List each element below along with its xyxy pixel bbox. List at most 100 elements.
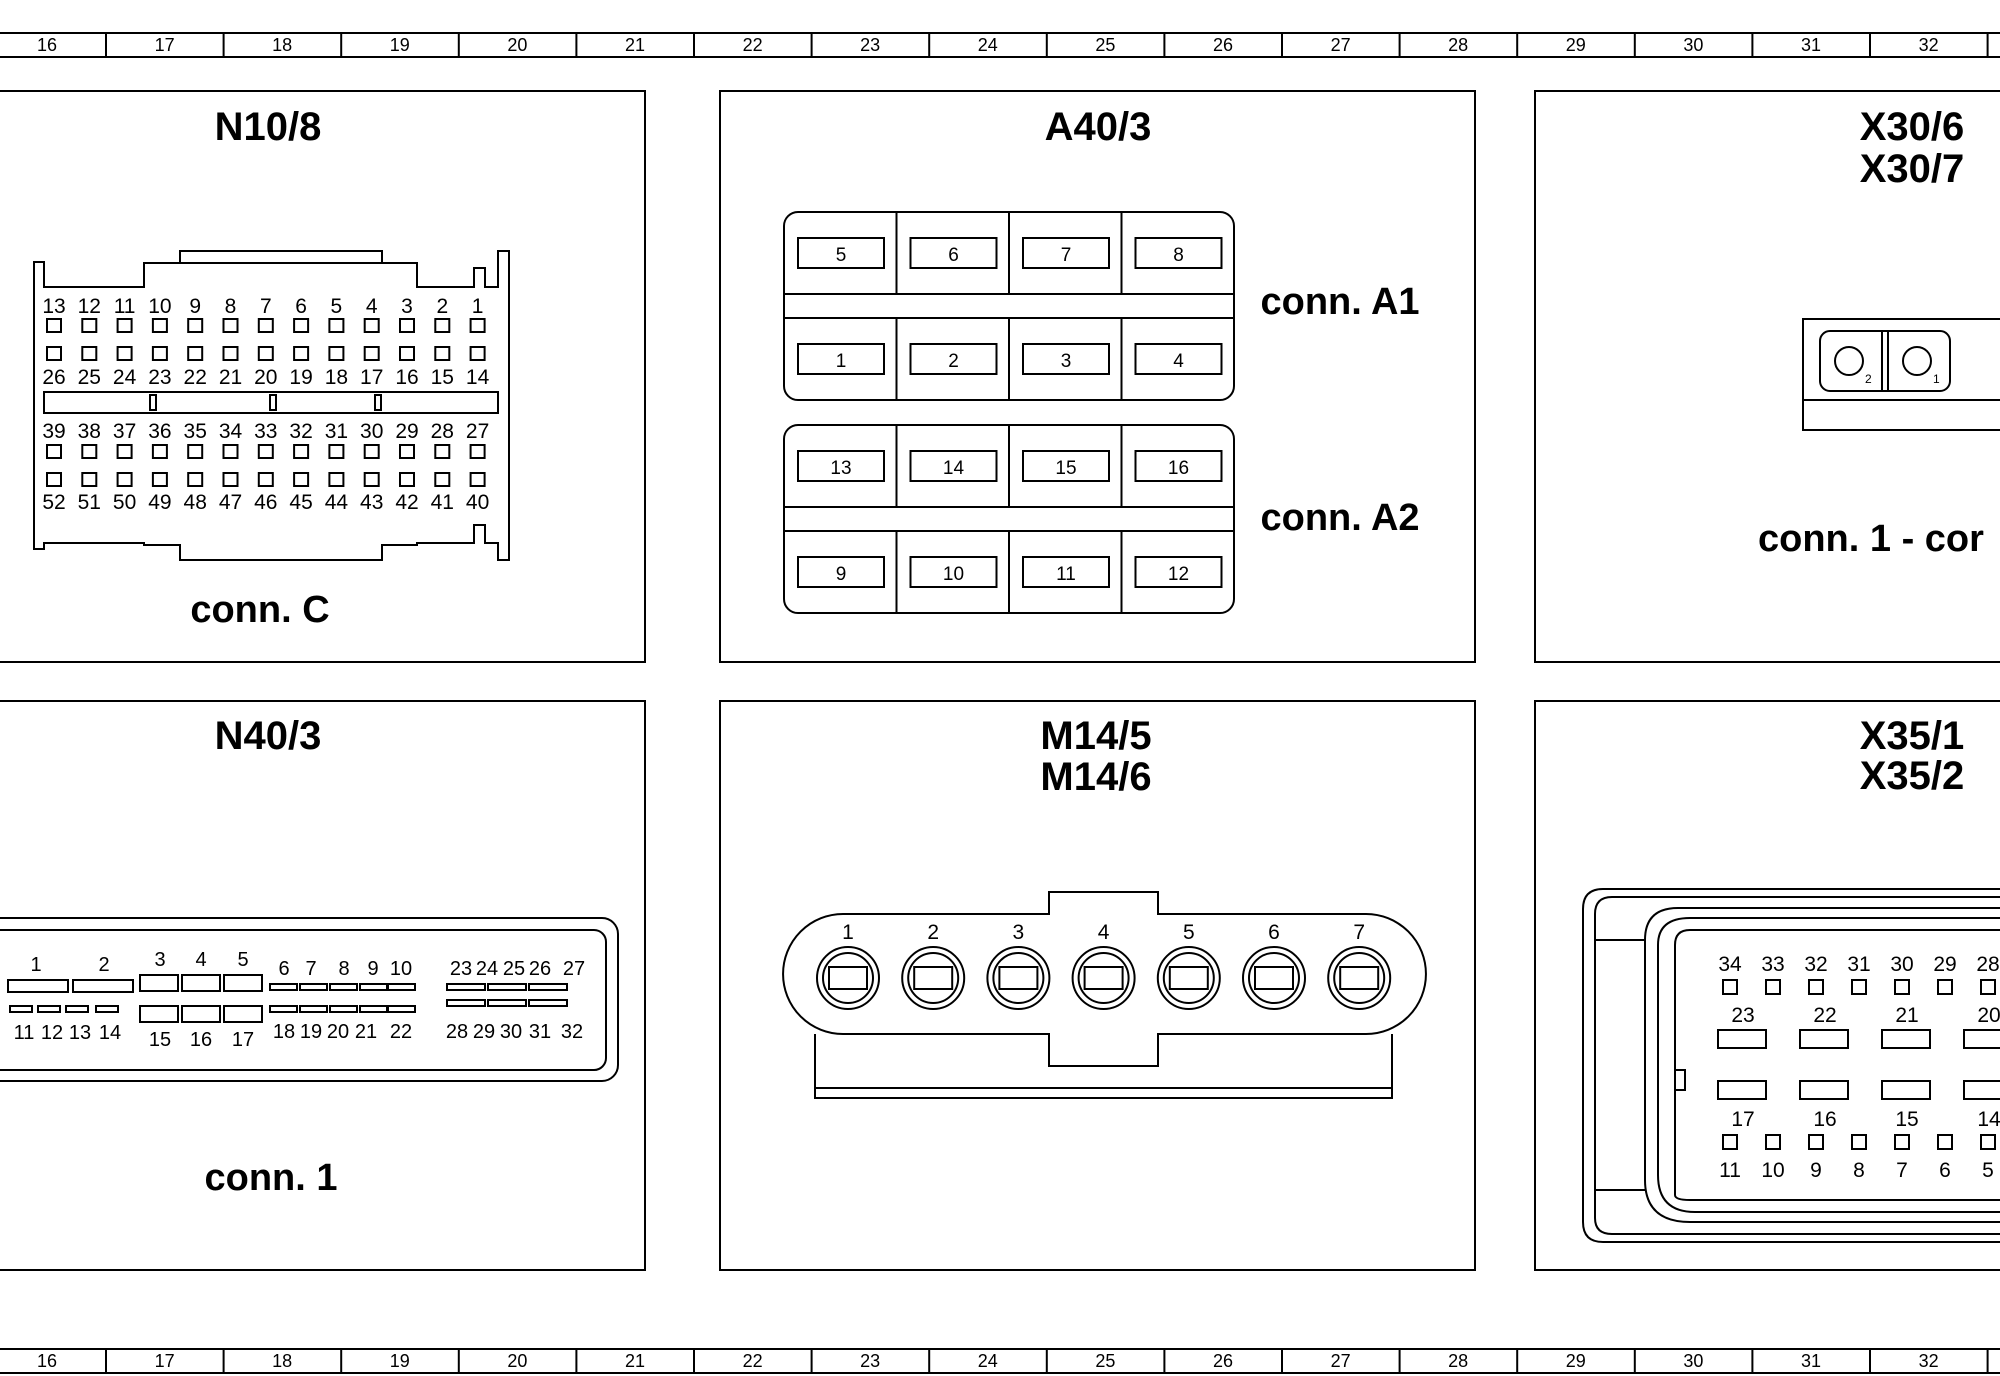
ruler-label: 23: [860, 1351, 880, 1371]
pin-socket: [257, 444, 274, 459]
pin-contact: [1254, 966, 1294, 990]
pin-number: 16: [395, 366, 418, 389]
pin-socket: [328, 444, 345, 459]
pin-number: 38: [78, 420, 101, 443]
pin-number: 8: [1853, 1159, 1865, 1182]
pin-socket: [1881, 1029, 1931, 1049]
pin-number: 27: [466, 420, 489, 443]
pin-number: 9: [189, 295, 201, 318]
pin-socket: [399, 346, 415, 361]
panel-a40-3-frame: [719, 90, 1476, 663]
pin-number: 2: [436, 295, 448, 318]
pin-socket: [37, 1005, 61, 1013]
pin-socket: [909, 450, 998, 482]
connector-face: [1819, 330, 1951, 392]
pin-number: 28: [1976, 953, 1999, 976]
pin-number: 29: [395, 420, 418, 443]
pin-number: 17: [360, 366, 383, 389]
pin-number: 44: [325, 491, 349, 514]
pin-number: 46: [254, 491, 277, 514]
ruler-label: 29: [1566, 35, 1586, 55]
pin-socket: [116, 444, 133, 459]
pin-socket: [1963, 1029, 2000, 1049]
pin-socket: [363, 346, 380, 361]
pin-number: 22: [390, 1021, 412, 1043]
pin-number: 25: [503, 958, 525, 980]
connector-body: [782, 891, 1427, 1067]
pin-socket: [1134, 237, 1223, 269]
pin-socket: [469, 318, 486, 333]
pin-number: 29: [1933, 953, 1956, 976]
pin-number: 1: [30, 954, 41, 976]
pin-socket: [1799, 1029, 1849, 1049]
pin-contact: [1168, 966, 1209, 990]
pin-socket: [487, 983, 527, 991]
connector-rib: [1595, 939, 1686, 1191]
pin-number: 3: [1013, 921, 1025, 944]
pin-number: 13: [42, 295, 65, 318]
panel-x30-frame: [1534, 90, 2000, 663]
ruler-label: 21: [625, 35, 645, 55]
panel-title-line1: M14/5: [1040, 714, 1151, 758]
pin-number: 21: [1895, 1004, 1918, 1027]
pin-socket: [187, 346, 204, 361]
pin-number: 17: [1731, 1108, 1754, 1131]
pin-number: 18: [273, 1021, 295, 1043]
pin-number: 22: [184, 366, 207, 389]
pin-socket: [469, 472, 486, 487]
pin-socket: [1134, 343, 1223, 375]
ruler-label: 16: [37, 35, 57, 55]
pin-number: 23: [1731, 1004, 1754, 1027]
pin-socket: [1881, 1080, 1931, 1100]
pin-socket: [9, 1005, 33, 1013]
ruler-label: 17: [155, 35, 175, 55]
panel-n10-8-frame: [0, 90, 646, 663]
pin-number: 12: [41, 1022, 63, 1044]
pin-socket: [1937, 1134, 1953, 1150]
pin-number: 15: [1895, 1108, 1918, 1131]
pin-socket: [116, 318, 133, 333]
pin-socket: [151, 472, 168, 487]
pin-number: 4: [366, 295, 378, 318]
pin-socket: [1717, 1029, 1767, 1049]
pin-number: 3: [401, 295, 413, 318]
pin-socket-inner: [1333, 952, 1386, 1004]
pin-socket: [359, 983, 388, 991]
pin-socket: [72, 979, 134, 993]
pin-number: 2: [98, 954, 109, 976]
pin-socket: [46, 318, 62, 333]
pin-socket: [1799, 1080, 1849, 1100]
pin-number: 26: [42, 366, 65, 389]
pin-socket: [363, 472, 380, 487]
pin-number: 3: [1061, 351, 1072, 372]
pin-number: 32: [1804, 953, 1827, 976]
pin-number: 31: [325, 420, 348, 443]
pin-number: 39: [42, 420, 65, 443]
pin-number: 16: [1813, 1108, 1836, 1131]
pin-socket: [187, 472, 204, 487]
pin-number: 4: [1173, 351, 1184, 372]
ruler-label: 25: [1095, 1351, 1115, 1371]
pin-contact: [1083, 966, 1124, 990]
pin-socket: [329, 1005, 358, 1013]
pin-number: 6: [1939, 1159, 1951, 1182]
ruler-label: 27: [1331, 35, 1351, 55]
pin-socket: [1808, 979, 1824, 995]
pin-number: 2: [927, 921, 939, 944]
pin-socket-inner: [1077, 952, 1130, 1004]
pin-socket: [293, 346, 310, 361]
pin-socket: [387, 1005, 416, 1013]
pin-number: 37: [113, 420, 136, 443]
pin-socket: [139, 974, 179, 992]
pin-socket: [399, 472, 415, 487]
pin-socket: [181, 974, 221, 992]
pin-number: 14: [99, 1022, 121, 1044]
conn-a1-label: conn. A1: [1260, 281, 1419, 323]
pin-socket: [1134, 556, 1223, 588]
ruler-label: 30: [1683, 1351, 1703, 1371]
